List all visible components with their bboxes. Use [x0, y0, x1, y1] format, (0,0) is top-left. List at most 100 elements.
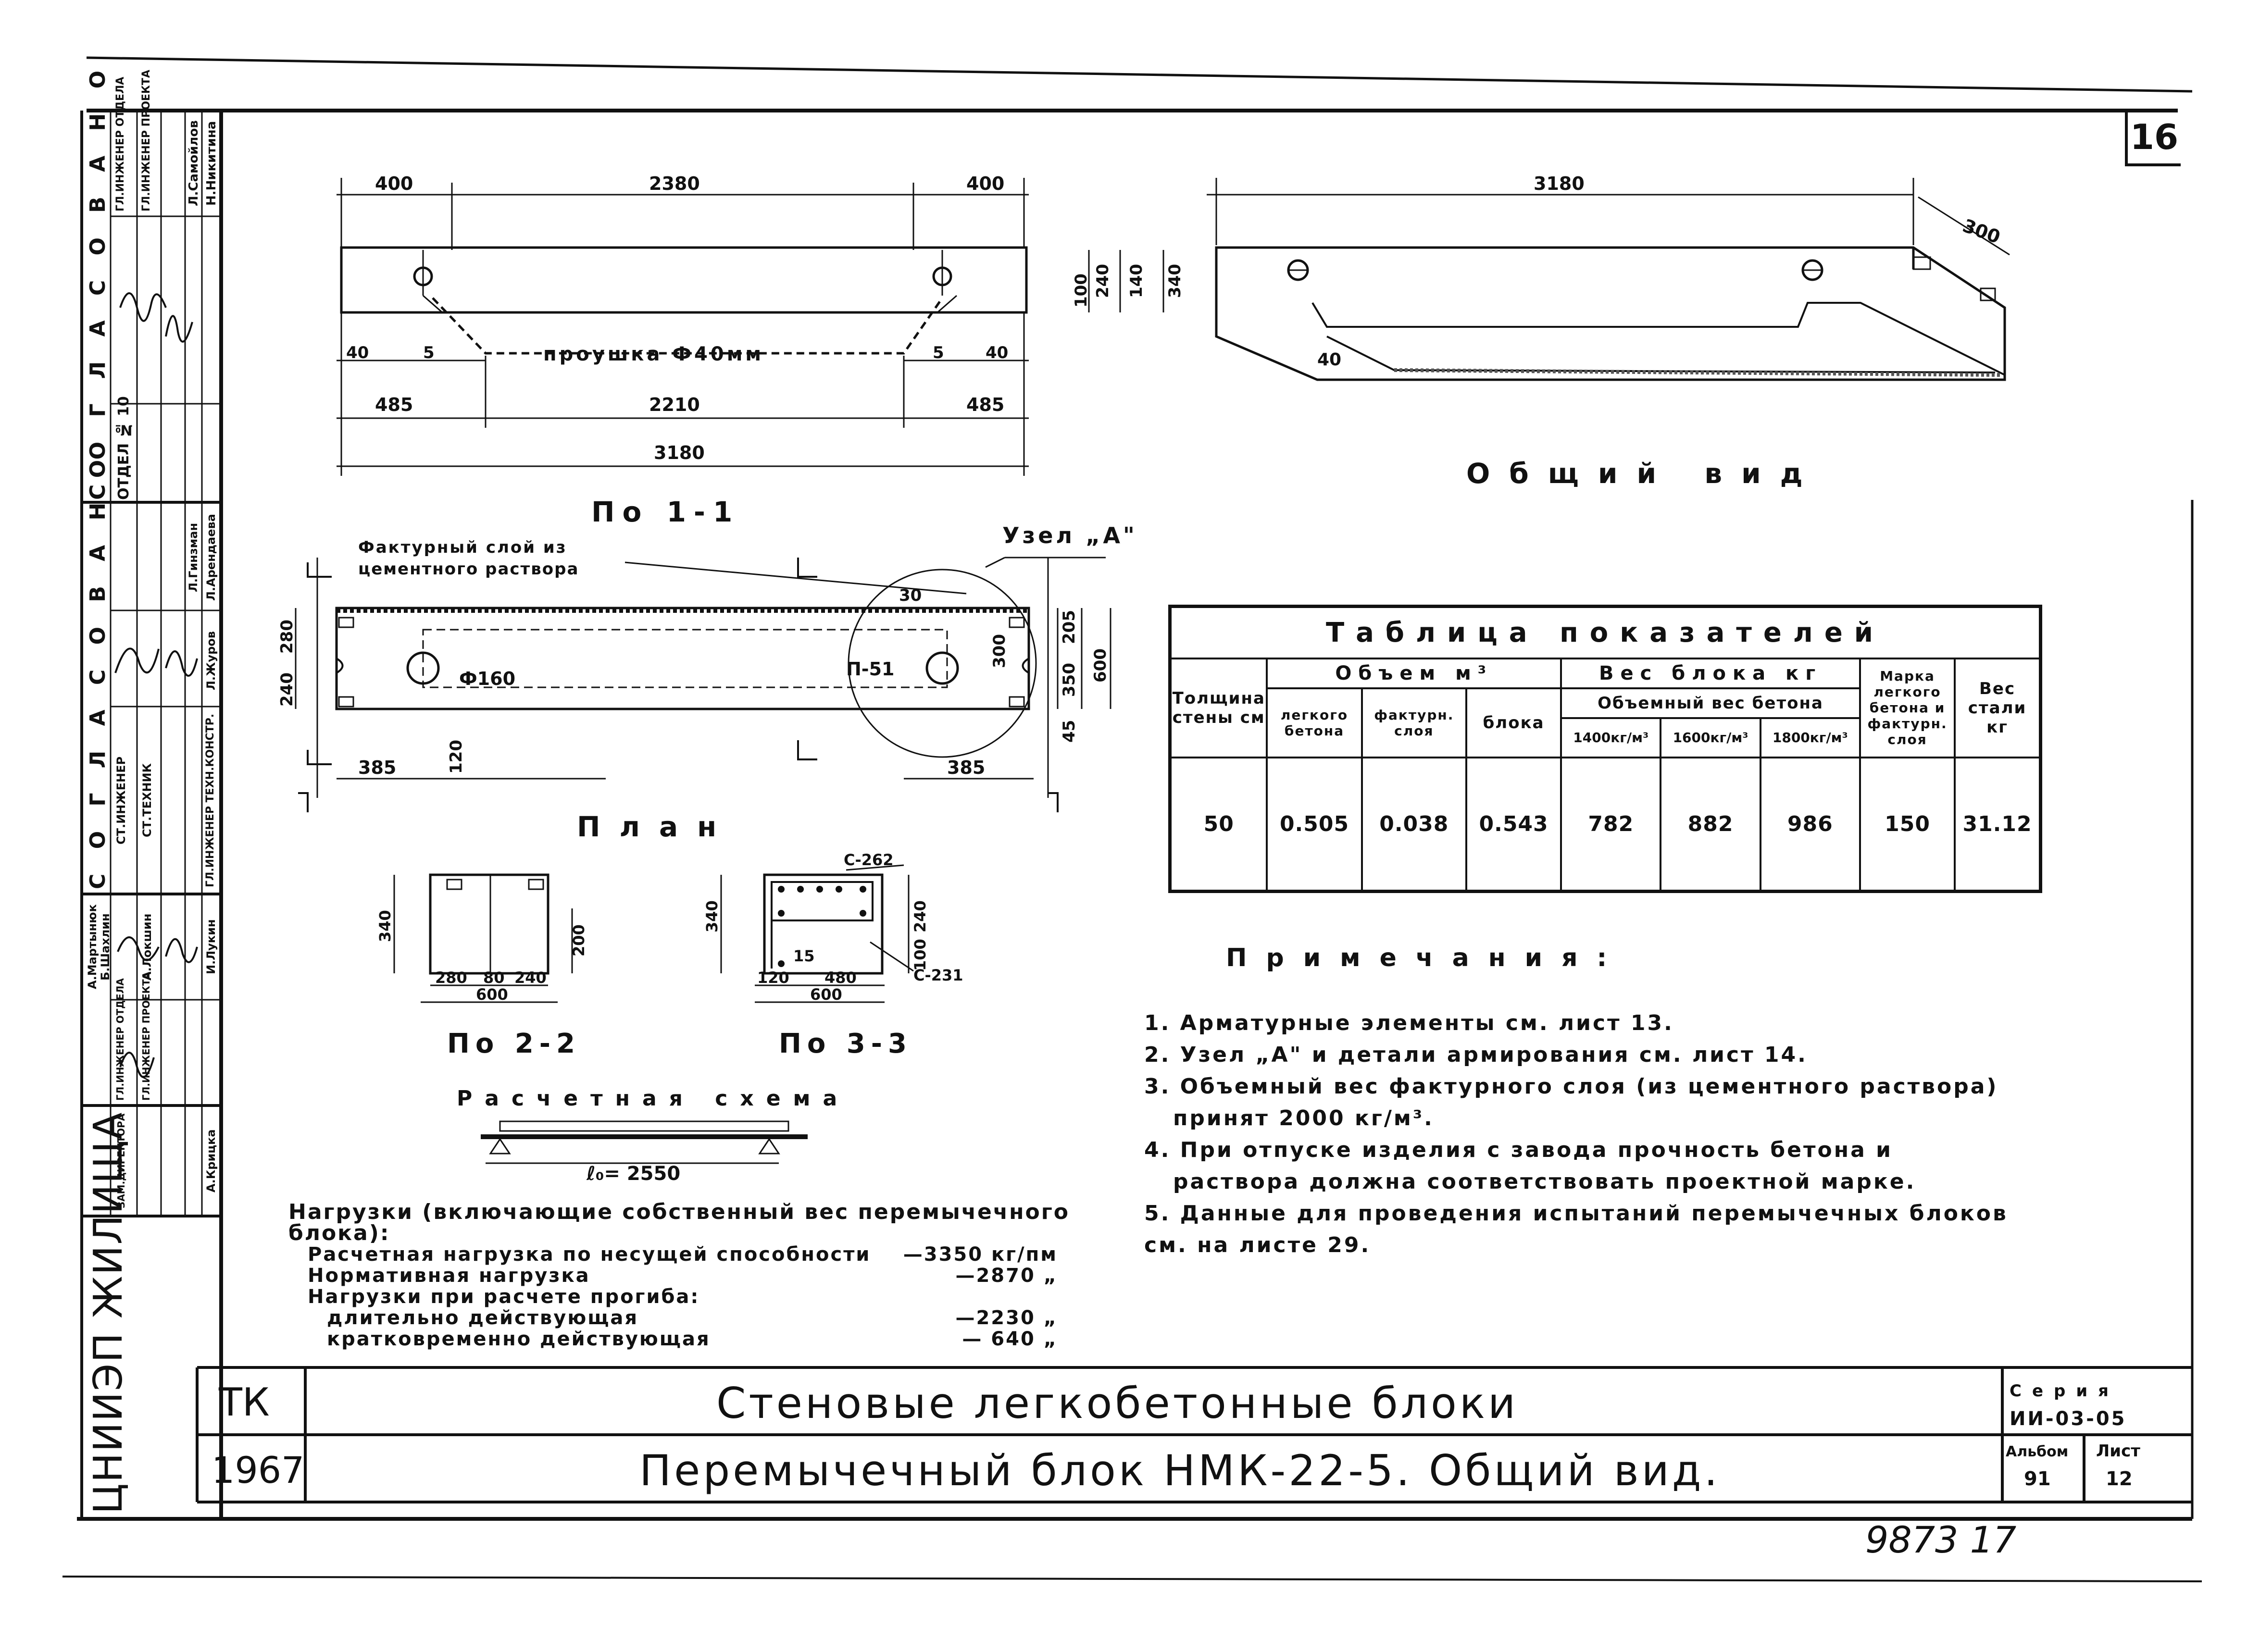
dim-5a: 5 — [423, 343, 435, 362]
load-label: длительно действующая — [327, 1307, 639, 1329]
sheet-number: 16 — [2125, 111, 2181, 166]
s22-80: 80 — [483, 969, 505, 987]
general-view — [1207, 178, 2010, 381]
section-2-2-label: По 2-2 — [447, 1028, 581, 1059]
dim-385a: 385 — [358, 757, 396, 778]
title-line-2: Перемычечный блок НМК-22-5. Общий вид. — [639, 1446, 1721, 1495]
s22-240: 240 — [514, 969, 547, 987]
facing-layer-2: цементного раствора — [358, 559, 579, 579]
dim-2380: 2380 — [649, 173, 700, 194]
dim-240: 240 — [1093, 264, 1112, 298]
series-label: Серия — [2010, 1381, 2119, 1401]
section-1-1-label: По 1-1 — [591, 496, 740, 528]
approval-title-mid: С О Г Л А С О В А Н О — [86, 451, 110, 889]
code-tk: ТК — [218, 1380, 270, 1425]
load-value: —2870 „ — [955, 1265, 1058, 1287]
td-w1600: 882 — [1660, 757, 1761, 893]
name-low-3: А.Локшин — [140, 913, 154, 981]
general-view-label: Общий вид — [1466, 457, 1822, 490]
load-value: —2230 „ — [955, 1307, 1058, 1329]
load-row: кратковременно действующая — 640 „ — [327, 1329, 1058, 1350]
dim-600: 600 — [1091, 648, 1110, 683]
name-low-5: А.Крицка — [204, 1129, 218, 1192]
s22-280: 280 — [435, 969, 467, 987]
th-d1400: 1400кг/м³ — [1560, 717, 1662, 759]
load-label: Нагрузки при расчете прогиба: — [308, 1286, 700, 1308]
dim-3180a: 3180 — [654, 442, 705, 463]
role-low-2: ГЛ.ИНЖЕНЕР ПРОЕКТА — [140, 971, 152, 1101]
td-vol-block: 0.543 — [1465, 757, 1562, 893]
loads-header: Нагрузки (включающие собственный вес пер… — [288, 1200, 1070, 1245]
table-title: Таблица показателей — [1169, 605, 2042, 659]
th-d1600: 1600кг/м³ — [1660, 717, 1761, 759]
plan-view — [295, 557, 1111, 812]
calc-scheme-title: Расчетная схема — [457, 1086, 849, 1111]
s22-600: 600 — [476, 985, 508, 1004]
dim-5b: 5 — [933, 343, 944, 362]
note-line: 5. Данные для проведения испытаний перем… — [1144, 1201, 2008, 1226]
dim-400a: 400 — [375, 173, 413, 194]
load-row: длительно действующая —2230 „ — [327, 1307, 1058, 1329]
dim-280: 280 — [277, 620, 297, 654]
td-w1400: 782 — [1560, 757, 1662, 893]
dim-350: 350 — [1060, 663, 1079, 697]
role-mid-3: ГЛ.ИНЖЕНЕР ТЕХН.КОНСТР. — [204, 713, 216, 887]
dim-120: 120 — [447, 740, 466, 774]
s33-480: 480 — [824, 969, 857, 987]
note-line: 2. Узел „А" и детали армирования см. лис… — [1144, 1043, 1808, 1067]
name-top-2: Н.Никитина — [204, 121, 219, 206]
plan-label: План — [577, 810, 736, 843]
dim-340: 340 — [1165, 264, 1185, 298]
dim-485a: 485 — [375, 394, 413, 415]
dim-300: 300 — [990, 634, 1009, 668]
loads-block: Нагрузки (включающие собственный вес пер… — [288, 1202, 1154, 1350]
th-steel: Вес стали кг — [1954, 657, 2042, 759]
th-d1800: 1800кг/м³ — [1759, 717, 1861, 759]
node-a-label: Узел „А" — [1002, 522, 1137, 548]
load-row: Нормативная нагрузка —2870 „ — [308, 1265, 1058, 1286]
dim-385b: 385 — [947, 757, 985, 778]
sheet-value: 12 — [2106, 1468, 2133, 1490]
section-1-1 — [337, 178, 1164, 476]
dim-2210: 2210 — [649, 394, 700, 415]
th-thickness: Толщина стены см — [1169, 657, 1268, 759]
th-density: Объемный вес бетона — [1560, 687, 1861, 719]
hole-label: проушка Ф40мм — [543, 343, 764, 365]
sheet-label: Лист — [2096, 1441, 2140, 1461]
dim-100: 100 — [1072, 273, 1091, 308]
dim-205: 205 — [1060, 610, 1079, 644]
s33-100: 100 — [911, 939, 929, 971]
section-2-2-drawing — [393, 873, 573, 1003]
role-mid-2: СТ.ТЕХНИК — [140, 763, 154, 838]
s33-240: 240 — [911, 900, 929, 932]
th-weight: Вес блока кг — [1560, 657, 1861, 689]
note-line: 1. Арматурные элементы см. лист 13. — [1144, 1011, 1674, 1035]
diam-160: Ф160 — [459, 668, 515, 689]
s22-340: 340 — [376, 910, 394, 942]
dim-140: 140 — [1127, 264, 1146, 298]
th-vol-block: блока — [1465, 687, 1562, 759]
series-value: ИИ-03-05 — [2010, 1408, 2126, 1430]
role-top-2: ГЛ.ИНЖЕНЕР ПРОЕКТА — [140, 70, 152, 211]
td-grade: 150 — [1859, 757, 1956, 893]
th-volume: Объем м³ — [1266, 657, 1562, 689]
dim-3180b: 3180 — [1534, 173, 1585, 194]
facing-layer-1: Фактурный слой из — [358, 538, 567, 557]
album-label: Альбом — [2006, 1443, 2068, 1460]
c231-label: С-231 — [913, 966, 963, 984]
load-label: Расчетная нагрузка по несущей способност… — [308, 1243, 871, 1266]
note-line: см. на листе 29. — [1144, 1233, 1371, 1257]
th-grade: Марка легкого бетона и фактурн. слоя — [1859, 657, 1956, 759]
td-steel: 31.12 — [1954, 757, 2042, 893]
c262-label: С-262 — [844, 851, 894, 869]
name-low-4: И.Лукин — [204, 919, 218, 975]
s33-120: 120 — [757, 969, 789, 987]
section-3-3-label: По 3-3 — [779, 1028, 912, 1059]
note-line: 3. Объемный вес фактурного слоя (из цеме… — [1144, 1074, 1998, 1099]
td-w1800: 986 — [1759, 757, 1861, 893]
th-vol-light: легкого бетона — [1266, 687, 1363, 759]
role-low-1: ГЛ.ИНЖЕНЕР ОТДЕЛА — [114, 978, 126, 1101]
load-row: Нагрузки при расчете прогиба: — [308, 1286, 1058, 1307]
calc-scheme-drawing — [481, 1120, 808, 1164]
